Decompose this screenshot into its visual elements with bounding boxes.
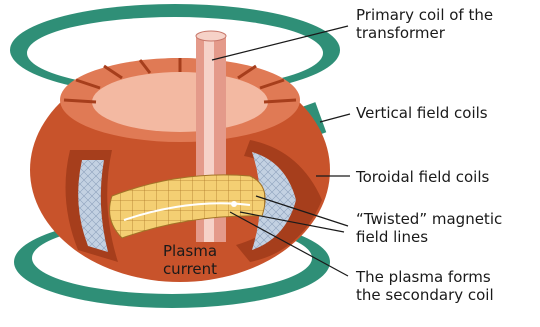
vertical-field-coils-label: Vertical field coils [356, 104, 488, 122]
primary-coil-label-line2: transformer [356, 24, 493, 42]
primary-coil-label: Primary coil of the transformer [356, 6, 493, 42]
plasma-current-label: Plasma current [150, 242, 230, 278]
plasma-secondary-coil-label-line2: the secondary coil [356, 286, 494, 304]
plasma-secondary-coil-label-line1: The plasma forms [356, 268, 494, 286]
plasma-current-label-line2: current [150, 260, 230, 278]
plasma-current-label-line1: Plasma [150, 242, 230, 260]
toroidal-field-coils-label: Toroidal field coils [356, 168, 489, 186]
twisted-field-lines-label-line1: “Twisted” magnetic [356, 210, 502, 228]
twisted-field-lines-label: “Twisted” magnetic field lines [356, 210, 502, 246]
primary-coil-label-line1: Primary coil of the [356, 6, 493, 24]
plasma-secondary-coil-label: The plasma forms the secondary coil [356, 268, 494, 304]
twisted-field-lines-label-line2: field lines [356, 228, 502, 246]
